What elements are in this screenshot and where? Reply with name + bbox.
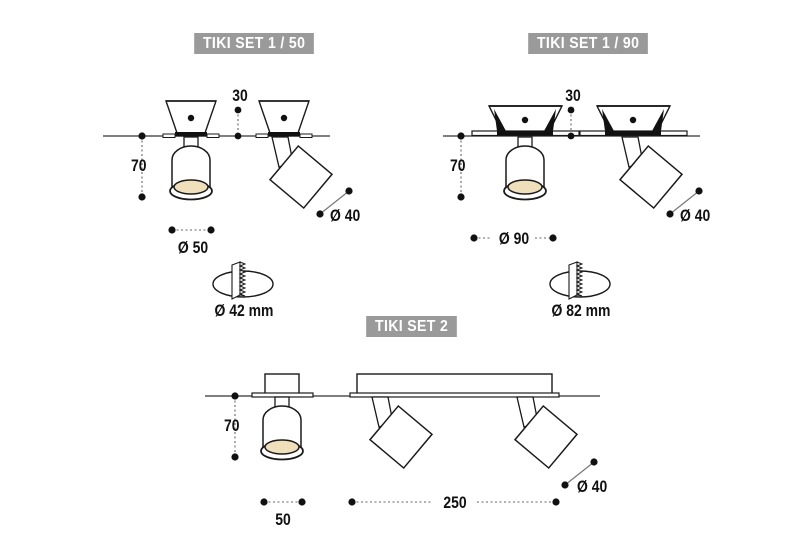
spot-surface-vertical-set2 (251, 373, 314, 461)
dim-drop-70-set2 (231, 392, 239, 461)
dim-spacing-30-set1-50 (234, 106, 242, 140)
label-bar-length-250-set2: 250 (443, 493, 467, 512)
spot-angled-b-set2 (513, 396, 579, 470)
dim-spacing-30-set1-90 (567, 106, 575, 140)
label-head-dia-40-set1-50: Ø 40 (330, 206, 361, 225)
dim-body-dia-50 (168, 226, 215, 234)
dim-drop-70-set1-50 (138, 132, 146, 201)
dim-head-dia-40-set1-90 (666, 187, 703, 218)
cutout-illustration-82 (549, 261, 611, 300)
dim-body-50-set2 (260, 498, 306, 506)
fixture-set1-50-group (103, 100, 353, 300)
spot-recessed-vertical-50 (162, 100, 220, 201)
label-body-50-set2: 50 (275, 510, 291, 529)
spot-recessed-angled-90 (579, 105, 688, 210)
dim-bar-length-250-set2 (348, 498, 560, 506)
cutout-illustration-42 (212, 261, 274, 300)
label-drop-70-set1-90: 70 (450, 156, 466, 175)
fixture-set2-group (205, 373, 600, 506)
badge-tiki-set-1-90: TIKI SET 1 / 90 (528, 33, 649, 54)
spot-recessed-angled-50 (255, 100, 334, 210)
spot-angled-a-set2 (368, 396, 434, 470)
dim-head-dia-40-set2 (561, 458, 598, 489)
label-drop-70-set1-50: 70 (131, 156, 147, 175)
label-head-dia-40-set2: Ø 40 (577, 477, 608, 496)
dim-body-dia-90 (470, 234, 557, 242)
label-spacing-30-set1-90: 30 (565, 86, 581, 105)
label-spacing-30-set1-50: 30 (232, 86, 248, 105)
label-cutout-dia-82: Ø 82 mm (551, 301, 611, 320)
label-body-dia-90: Ø 90 (498, 229, 530, 248)
spot-recessed-vertical-90 (471, 105, 580, 201)
label-cutout-dia-42: Ø 42 mm (214, 301, 274, 320)
label-body-dia-50: Ø 50 (177, 238, 209, 257)
surface-mount-bar-set2 (349, 373, 560, 398)
fixture-set1-90-group (443, 105, 703, 300)
label-head-dia-40-set1-90: Ø 40 (680, 206, 711, 225)
badge-tiki-set-1-50: TIKI SET 1 / 50 (194, 33, 315, 54)
dim-head-dia-40-set1-50 (316, 187, 353, 218)
dim-drop-70-set1-90 (457, 132, 465, 201)
badge-tiki-set-2: TIKI SET 2 (366, 316, 457, 337)
label-drop-70-set2: 70 (224, 416, 240, 435)
